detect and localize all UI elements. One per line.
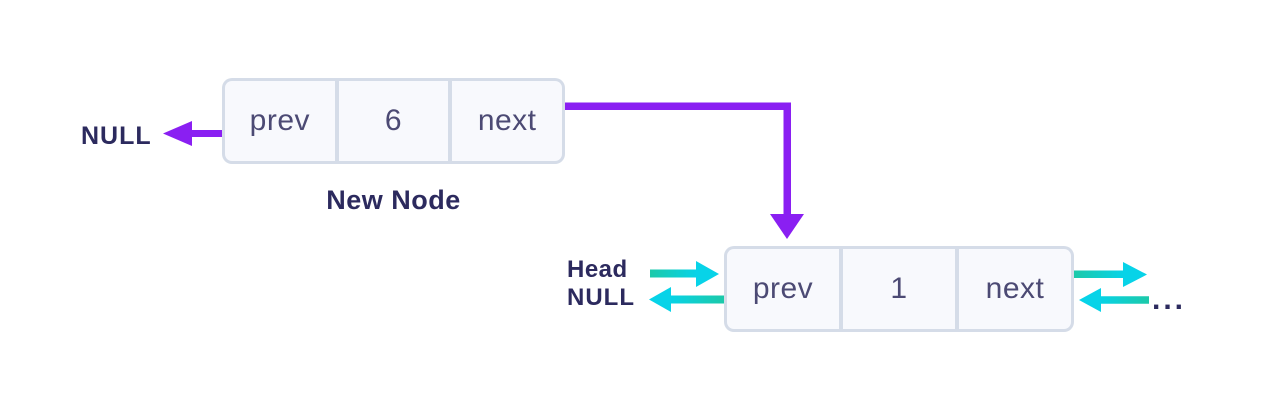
head-node-prev-cell: prev: [727, 249, 839, 329]
new-node-value: 6: [384, 104, 403, 137]
head-node-next-label: next: [985, 272, 1045, 305]
head-node-next-arrow-icon: [1074, 262, 1147, 287]
new-node-next-cell: next: [452, 81, 563, 161]
new-node: prev 6 next: [222, 78, 565, 164]
next-node-prev-arrow-icon: [1079, 288, 1149, 312]
new-node-caption: New Node: [326, 185, 461, 215]
head-node-next-cell: next: [959, 249, 1071, 329]
head-node-prev-null-arrow-icon: [649, 287, 724, 312]
list-continuation-ellipsis: ...: [1152, 283, 1187, 316]
new-node-prev-null-arrow-icon: [163, 121, 224, 146]
head-pointer-arrow-icon: [650, 261, 719, 287]
new-node-value-cell: 6: [338, 81, 449, 161]
new-node-next-label: next: [477, 104, 537, 137]
head-node-value: 1: [890, 272, 908, 305]
head-node: prev 1 next: [724, 246, 1074, 332]
new-node-prev-cell: prev: [225, 81, 335, 161]
new-node-prev-label: prev: [249, 104, 311, 137]
head-node-value-cell: 1: [843, 249, 955, 329]
head-node-null-label: NULL: [567, 284, 635, 311]
new-node-next-pointer-arrow-icon: [565, 102, 804, 239]
head-label: Head: [567, 256, 628, 283]
head-node-prev-label: prev: [752, 272, 814, 305]
new-node-null-label: NULL: [81, 122, 152, 150]
